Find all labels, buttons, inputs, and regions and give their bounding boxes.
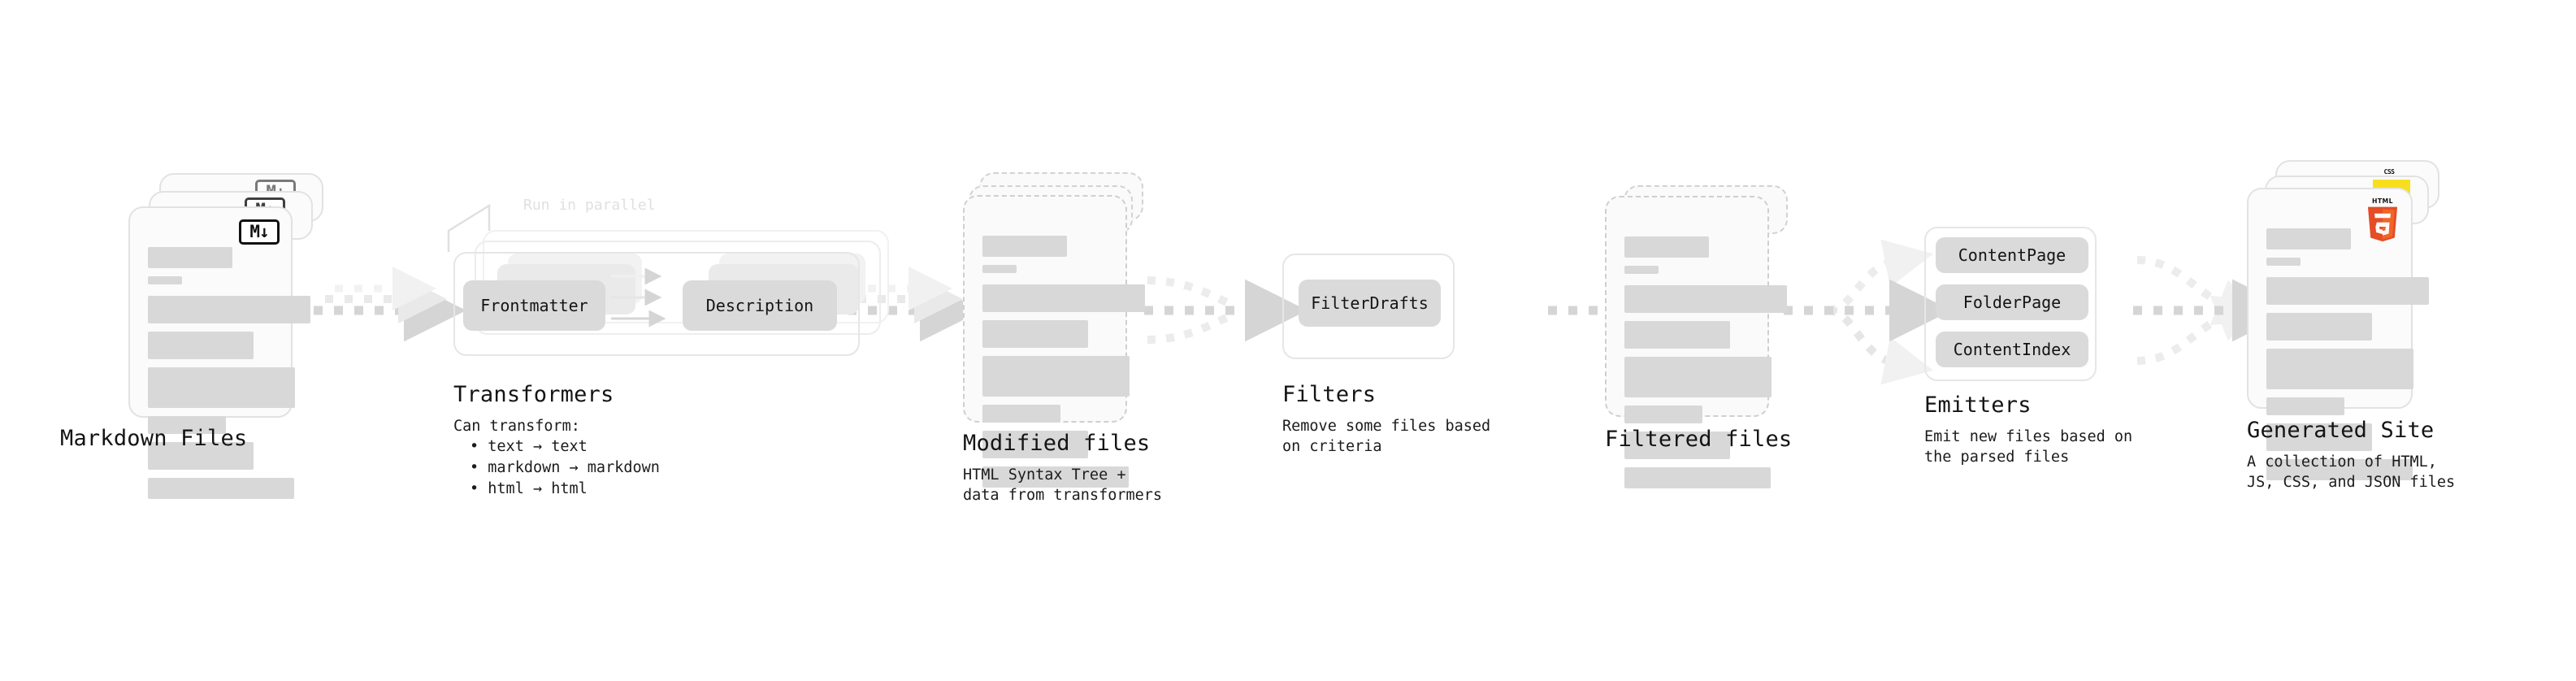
transformer-internal-arrows — [611, 268, 666, 327]
doc-content-bar — [982, 265, 1017, 273]
doc-content-bar — [2266, 258, 2301, 266]
doc-content-bar — [2266, 313, 2372, 340]
doc-content-bar — [982, 405, 1060, 423]
doc-content-bar — [2266, 228, 2351, 249]
doc-content-bar — [148, 276, 182, 284]
doc-content-bar — [148, 442, 254, 470]
doc-content-bar — [982, 431, 1088, 458]
doc-content-bar — [2266, 397, 2344, 415]
html5-icon: HTML — [2367, 197, 2398, 242]
filtered-document — [1605, 196, 1787, 488]
transformers-bullet-list: • text → text • markdown → markdown • ht… — [470, 436, 660, 500]
doc-content-bar — [982, 284, 1145, 312]
doc-content-bar — [1624, 406, 1702, 423]
generated-site-subtitle: A collection of HTML, JS, CSS, and JSON … — [2247, 453, 2456, 491]
stage-title-filtered-files: Filtered files — [1605, 427, 1793, 452]
transformers-subtitle: Can transform: — [453, 418, 580, 435]
emitters-group-box — [1924, 227, 2097, 381]
doc-content-bar — [1624, 321, 1730, 349]
stage-title-filters: Filters — [1282, 382, 1377, 407]
stage-title-modified-files: Modified files — [963, 431, 1151, 456]
connector-emitters-to-generated — [2133, 256, 2295, 365]
transformers-bullet-2: • html → html — [470, 480, 588, 497]
doc-content-bar — [1624, 357, 1772, 397]
filters-subtitle: Remove some files based on criteria — [1282, 418, 1491, 455]
doc-content-bar — [1624, 467, 1771, 488]
doc-content-bar — [2266, 277, 2429, 305]
stage-title-markdown-files: Markdown Files — [60, 426, 248, 451]
modified-document — [963, 195, 1145, 488]
chip-filterdrafts[interactable]: FilterDrafts — [1299, 280, 1441, 327]
modified-files-subtitle: HTML Syntax Tree + data from transformer… — [963, 466, 1163, 504]
chip-description[interactable]: Description — [683, 280, 837, 331]
svg-text:HTML: HTML — [2372, 197, 2393, 205]
stage-title-emitters: Emitters — [1924, 393, 2032, 418]
transformer-group-front — [453, 252, 860, 356]
run-in-parallel-bracket — [447, 203, 491, 252]
chip-contentpage[interactable]: ContentPage — [1936, 237, 2088, 273]
doc-content-bar — [1624, 285, 1787, 313]
doc-content-bar — [1624, 432, 1730, 459]
chip-contentindex[interactable]: ContentIndex — [1936, 332, 2088, 367]
doc-content-bar — [148, 478, 294, 499]
doc-content-bar — [1624, 236, 1709, 258]
doc-content-bar — [2266, 349, 2413, 389]
generated-document: HTML — [2247, 188, 2429, 480]
doc-content-bar — [2266, 423, 2372, 451]
markdown-icon: M↓ — [239, 219, 280, 245]
doc-content-bar — [148, 296, 310, 323]
filters-group-box — [1282, 254, 1455, 359]
emitters-subtitle: Emit new files based on the parsed files — [1924, 428, 2133, 466]
connector-modified-to-filters — [1144, 276, 1308, 344]
doc-content-bar — [982, 320, 1088, 348]
doc-content-bar — [982, 356, 1130, 397]
doc-content-bar — [982, 236, 1067, 257]
markdown-document: M↓ — [128, 206, 310, 499]
doc-content-bar — [1624, 266, 1659, 274]
doc-content-bar — [148, 332, 254, 359]
run-in-parallel-label: Run in parallel — [523, 197, 656, 214]
connector-markdown-to-transformers — [314, 267, 466, 342]
doc-content-bar — [982, 466, 1129, 488]
doc-content-bar — [2266, 459, 2413, 480]
doc-content-bar — [148, 416, 226, 434]
stage-title-transformers: Transformers — [453, 382, 614, 407]
connector-filtered-to-emitters — [1784, 239, 1952, 385]
stage-title-generated-site: Generated Site — [2247, 418, 2435, 443]
chip-folderpage[interactable]: FolderPage — [1936, 284, 2088, 320]
transformers-bullet-0: • text → text — [470, 438, 588, 455]
doc-content-bar — [148, 247, 232, 268]
transformers-bullet-1: • markdown → markdown — [470, 459, 660, 476]
doc-content-bar — [148, 367, 295, 408]
chip-frontmatter[interactable]: Frontmatter — [463, 280, 605, 331]
css-icon-label: CSS — [2383, 168, 2395, 176]
